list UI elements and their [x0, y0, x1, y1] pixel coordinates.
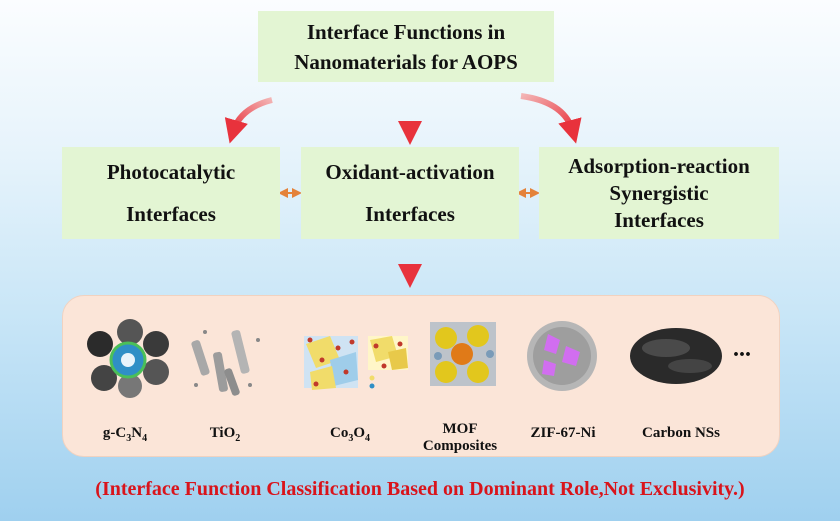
category-3-line-1: Adsorption-reaction: [568, 153, 750, 178]
category-3-line-3: Interfaces: [614, 207, 704, 232]
tio2-nanorods-image: [191, 330, 260, 396]
material-label-carbon: Carbon NSs: [642, 425, 720, 441]
zif-67-ni-image: [527, 321, 597, 391]
title-box: Interface Functions in Nanomaterials for…: [258, 11, 554, 82]
arrow-to-adsorption: [520, 93, 582, 144]
title-line-1: Interface Functions in: [306, 19, 506, 44]
photocatalytic-box: Photocatalytic Interfaces: [62, 147, 280, 239]
category-1-line-2: Interfaces: [126, 202, 216, 226]
mof-composite-image: [430, 322, 496, 386]
title-line-2: Nanomaterials for AOPS: [294, 49, 518, 74]
material-label-zif: ZIF-67-Ni: [530, 425, 596, 441]
material-label-tio2: TiO2: [209, 425, 241, 444]
footnote: (Interface Function Classification Based…: [95, 478, 745, 500]
more-materials-ellipsis: ...: [733, 336, 751, 362]
category-3-line-2: Synergistic: [609, 180, 709, 205]
category-2-line-2: Interfaces: [365, 202, 455, 226]
co3o4-crystal-structure-image: [304, 336, 408, 390]
material-label-g-c3n4: g-C3N4: [102, 425, 148, 444]
adsorption-reaction-box: Adsorption-reaction Synergistic Interfac…: [539, 147, 779, 239]
category-2-line-1: Oxidant-activation: [325, 160, 495, 184]
carbon-nanosheets-image: [630, 328, 722, 384]
arrow-to-photocatalytic: [224, 97, 273, 144]
material-label-co3o4: Co3O4: [329, 425, 370, 444]
g-c3n4-composite-image: [87, 319, 169, 398]
category-1-line-1: Photocatalytic: [106, 160, 236, 184]
oxidant-activation-box: Oxidant-activation Interfaces: [301, 147, 519, 239]
